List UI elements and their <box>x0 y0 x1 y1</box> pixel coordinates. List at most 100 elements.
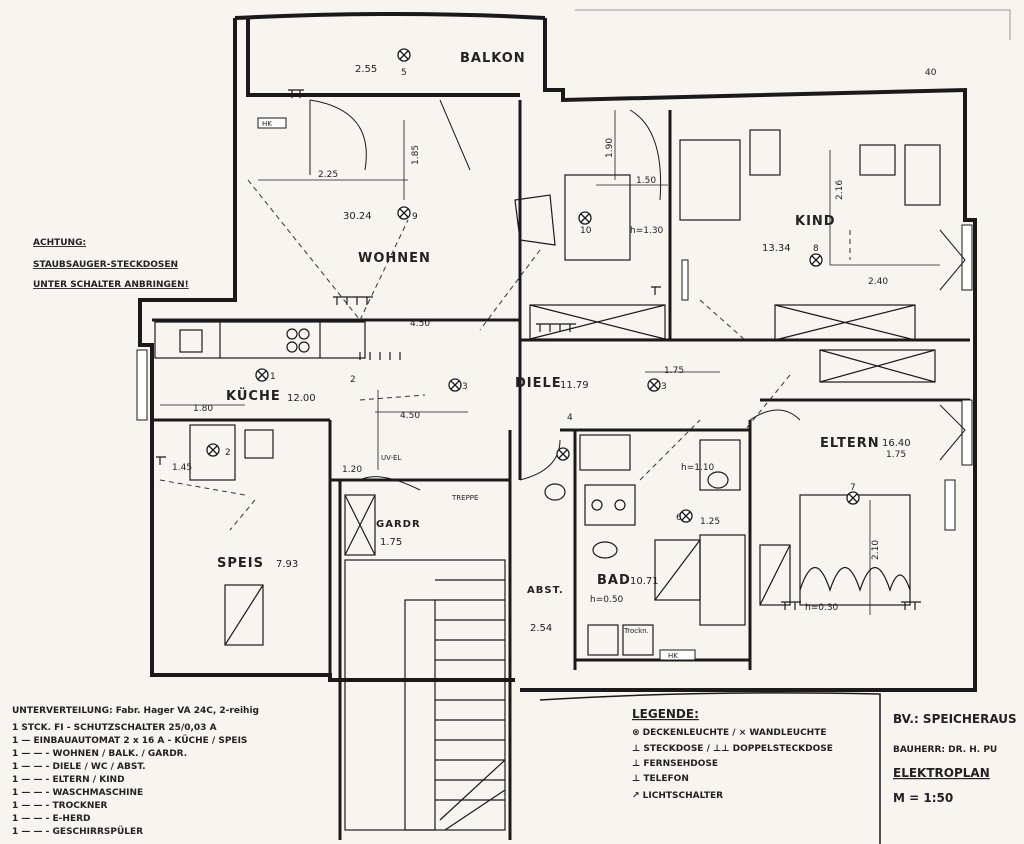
fixture-numbers: 5 9 10 8 1 2 3 3 2 6 7 4 <box>225 68 856 523</box>
area-abst: 2.54 <box>530 623 552 634</box>
misc-labels: HK HK UV-EL TREPPE Trockn. <box>262 120 678 660</box>
room-bad: BAD <box>597 573 631 588</box>
title-scale: M = 1:50 <box>893 791 953 805</box>
annotation-note: ACHTUNG: STAUBSAUGER-STECKDOSEN UNTER SC… <box>33 238 189 290</box>
dim-1-20: 1.20 <box>342 465 362 475</box>
door-swings <box>309 99 966 491</box>
distribution-line-1: 1 STCK. FI - SCHUTZSCHALTER 25/0,03 A <box>12 723 217 733</box>
ceiling-light-8 <box>809 253 823 267</box>
ceiling-light-3b <box>647 378 661 392</box>
dim-2-25: 2.25 <box>318 170 338 180</box>
area-kind: 13.34 <box>762 243 791 254</box>
fixture-number-8: 8 <box>813 244 819 254</box>
dimension-labels: 2.25 1.85 1.50 h=1.30 1.90 2.16 2.40 1.8… <box>172 138 906 613</box>
fixture-number-3b: 3 <box>661 382 667 392</box>
fixture-number-2: 2 <box>350 375 356 385</box>
note-line-1: STAUBSAUGER-STECKDOSEN <box>33 260 178 270</box>
room-gard: GARDR <box>376 519 421 530</box>
ceiling-light-9 <box>397 206 411 220</box>
room-diele: DIELE <box>515 376 562 391</box>
dim-1-25: 1.25 <box>700 517 720 527</box>
dim-2-16: 2.16 <box>835 180 845 200</box>
area-diele: 11.79 <box>560 380 589 391</box>
distribution-line-3: 1 — — - WOHNEN / BALK. / GARDR. <box>12 749 187 759</box>
room-kueche: KÜCHE <box>226 388 281 404</box>
dim-4-50-b: 4.50 <box>410 319 430 329</box>
label-trockner: Trockn. <box>623 627 649 635</box>
title-bauherr: BAUHERR: DR. H. PU <box>893 745 997 755</box>
fixture-number-5: 5 <box>401 68 407 78</box>
dim-1-75-a: 1.75 <box>664 366 684 376</box>
sheet-edge <box>575 9 1011 40</box>
ceiling-light-1 <box>255 368 269 382</box>
legend-item-phone: ⊥ TELEFON <box>632 774 689 784</box>
note-heading: ACHTUNG: <box>33 238 86 248</box>
legend-item-outlet: ⊥ STECKDOSE / ⊥⊥ DOPPELSTECKDOSE <box>632 744 833 754</box>
dimension-lines <box>160 110 940 615</box>
title-bv: BV.: SPEICHERAUS <box>893 712 1017 726</box>
ceiling-light-7 <box>846 491 860 505</box>
room-kind: KIND <box>795 214 836 229</box>
legend-item-switch: ↗ LICHTSCHALTER <box>632 791 723 801</box>
dim-1-50: 1.50 <box>636 176 656 186</box>
room-wohnen: WOHNEN <box>358 251 431 266</box>
ceiling-light-4 <box>556 447 570 461</box>
room-balkon: BALKON <box>460 51 526 66</box>
speis-shelf <box>189 424 274 646</box>
fixture-number-10: 10 <box>580 226 592 236</box>
area-balkon: 2.55 <box>355 64 377 75</box>
title-block: BV.: SPEICHERAUS BAUHERR: DR. H. PU ELEK… <box>893 68 1017 805</box>
title-plan: ELEKTROPLAN <box>893 766 990 780</box>
windows <box>136 224 973 531</box>
dim-1-85: 1.85 <box>411 145 421 165</box>
area-speis: 7.93 <box>276 559 298 570</box>
furniture <box>344 129 941 606</box>
room-abst: ABST. <box>527 585 564 596</box>
ceiling-light-5 <box>397 48 411 62</box>
room-speis: SPEIS <box>217 556 264 571</box>
dim-4-50-a: 4.50 <box>400 411 420 421</box>
kitchen-counter <box>154 321 366 359</box>
fixture-number-3a: 3 <box>462 382 468 392</box>
dim-1-75-b: 1.75 <box>886 450 906 460</box>
room-labels: 2.55 BALKON 30.24 WOHNEN KIND 13.34 KÜCH… <box>217 51 911 634</box>
dim-h-0-30: h=0.30 <box>805 603 839 613</box>
legend-item-light: ⊗ DECKENLEUCHTE / × WANDLEUCHTE <box>632 728 827 738</box>
distribution-line-9: 1 — — - GESCHIRRSPÜLER <box>12 826 143 837</box>
label-hk-wohnen: HK <box>262 120 272 128</box>
bath-fixtures <box>544 434 746 656</box>
dim-1-45: 1.45 <box>172 463 192 473</box>
distribution-line-5: 1 — — - ELTERN / KIND <box>12 775 125 785</box>
inner-walls <box>152 100 970 840</box>
dim-2-40: 2.40 <box>868 277 888 287</box>
fixture-number-7: 7 <box>850 483 856 493</box>
ceiling-light-10 <box>578 211 592 225</box>
label-treppe: TREPPE <box>451 494 478 502</box>
dim-h-1-10: h=1.10 <box>681 463 715 473</box>
dim-1-90: 1.90 <box>605 138 615 158</box>
legend-item-tv: ⊥ FERNSEHDOSE <box>632 759 718 769</box>
legend: LEGENDE: ⊗ DECKENLEUCHTE / × WANDLEUCHTE… <box>539 692 881 844</box>
label-uv-el: UV-EL <box>381 454 401 462</box>
fixture-number-4: 4 <box>567 413 573 423</box>
outlet-symbols <box>156 89 921 610</box>
fixture-number-9: 9 <box>412 212 418 222</box>
ceiling-light-6 <box>679 509 693 523</box>
ceiling-light-3a <box>448 378 462 392</box>
dim-1-80: 1.80 <box>193 404 213 414</box>
note-line-2: UNTER SCHALTER ANBRINGEN! <box>33 280 189 290</box>
dim-h-0-50: h=0.50 <box>590 595 624 605</box>
fixture-number-6: 6 <box>676 513 682 523</box>
dim-2-10: 2.10 <box>871 540 881 560</box>
distribution-heading: UNTERVERTEILUNG: Fabr. Hager VA 24C, 2-r… <box>12 706 259 716</box>
dim-h-1-30: h=1.30 <box>630 226 664 236</box>
area-wohnen: 30.24 <box>343 211 372 222</box>
legend-title: LEGENDE: <box>632 707 699 721</box>
staircase <box>344 559 506 831</box>
fixture-number-1: 1 <box>270 372 276 382</box>
distribution-line-7: 1 — — - TROCKNER <box>12 801 108 811</box>
distribution-line-2: 1 — EINBAUAUTOMAT 2 x 16 A - KÜCHE / SPE… <box>12 735 247 746</box>
distribution-line-4: 1 — — - DIELE / WC / ABST. <box>12 762 146 772</box>
